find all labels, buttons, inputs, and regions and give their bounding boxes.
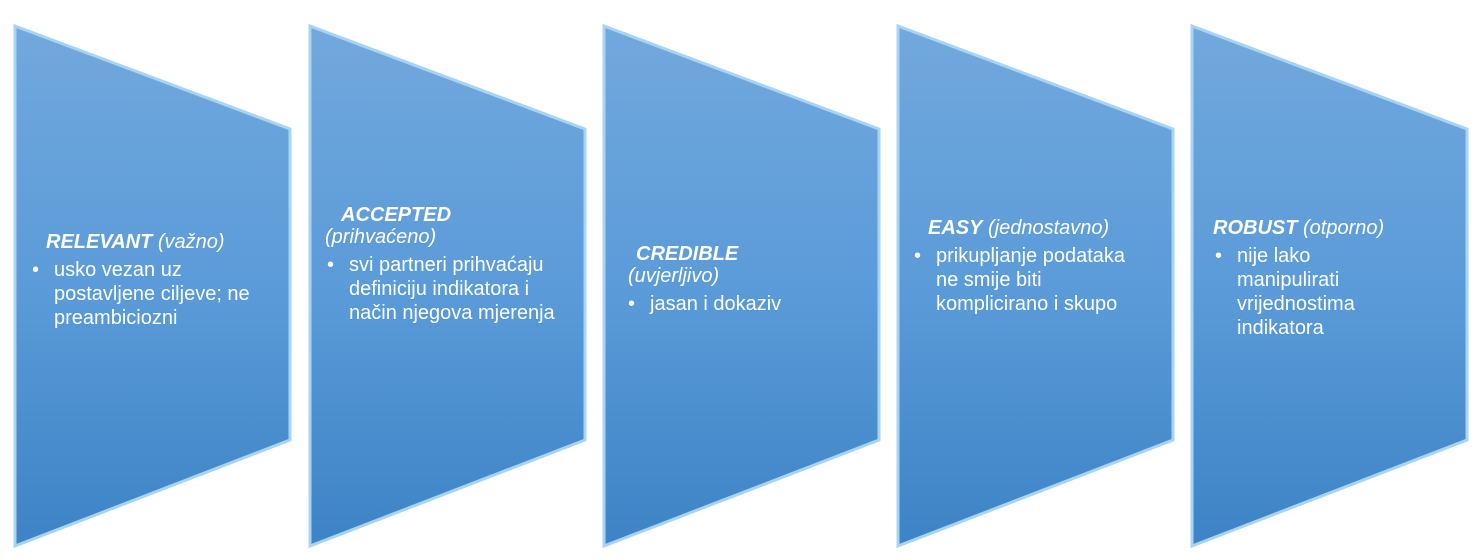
bullet-dot-icon: • xyxy=(914,245,922,267)
step-robust: ROBUST (otporno) • nije lako manipulirati… xyxy=(1213,216,1458,340)
step-keyword: EASY xyxy=(928,217,983,239)
step-bullet: usko vezan uz postavljene ciljeve; ne pr… xyxy=(54,259,250,329)
step-bullet: nije lako manipulirati vrijednostima ind… xyxy=(1237,245,1355,339)
step-keyword: ROBUST xyxy=(1213,217,1298,239)
step-translation: (prihvaćeno) xyxy=(325,226,437,248)
bullet-dot-icon: • xyxy=(628,293,636,315)
step-relevant: RELEVANT (važno) • usko vezan uz postavlj… xyxy=(30,230,275,330)
step-translation: (jednostavno) xyxy=(988,217,1110,239)
step-keyword: ACCEPTED xyxy=(341,204,452,226)
step-translation: (uvjerljivo) xyxy=(628,265,720,287)
shape-robust xyxy=(1190,23,1469,549)
step-bullet: jasan i dokaziv xyxy=(650,293,782,315)
shape-credible xyxy=(602,23,881,549)
step-keyword: CREDIBLE xyxy=(636,243,739,265)
step-bullet: prikupljanje podataka ne smije biti komp… xyxy=(936,245,1126,315)
bullet-dot-icon: • xyxy=(327,254,335,276)
shape-easy xyxy=(896,23,1175,549)
step-translation: (otporno) xyxy=(1303,217,1385,239)
step-accepted: ACCEPTED (prihvaćeno) • svi partneri prih… xyxy=(325,203,575,325)
step-keyword: RELEVANT xyxy=(46,231,153,253)
step-translation: (važno) xyxy=(157,231,225,253)
bullet-dot-icon: • xyxy=(1215,245,1223,267)
shape-relevant xyxy=(13,23,292,549)
step-credible: CREDIBLE (uvjerljivo) • jasan i dokaziv xyxy=(620,242,865,316)
shape-accepted xyxy=(308,23,587,549)
bullet-dot-icon: • xyxy=(32,259,40,281)
step-bullet: svi partneri prihvaćaju definiciju indik… xyxy=(349,254,555,324)
step-easy: EASY (jednostavno) • prikupljanje podatak… xyxy=(912,216,1157,316)
